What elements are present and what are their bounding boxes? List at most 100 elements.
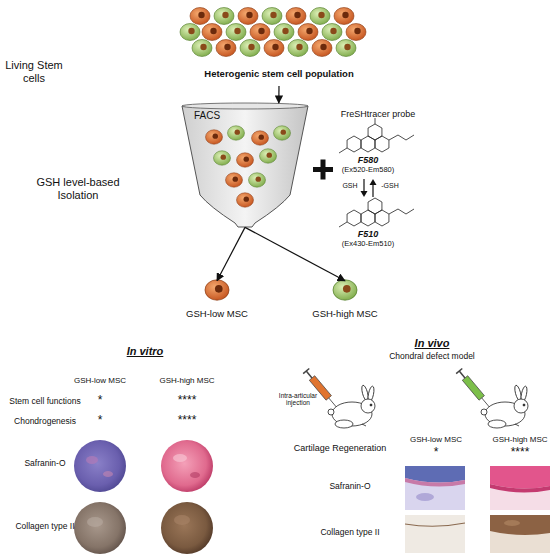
cell-cluster xyxy=(312,40,332,57)
probe-structure xyxy=(368,198,382,214)
cell-cluster xyxy=(334,8,354,25)
model-label: Chondral defect model xyxy=(367,352,497,362)
probe-structure xyxy=(347,210,361,226)
flow-arrow xyxy=(245,227,345,280)
safranin-section xyxy=(490,484,550,493)
cell-cluster xyxy=(346,24,366,41)
green-cell xyxy=(214,151,231,165)
gsh-high-cell: GSH-high MSC xyxy=(295,276,395,324)
collagen-section xyxy=(405,515,465,553)
probe-structure xyxy=(347,136,361,152)
orange-cell xyxy=(237,153,254,167)
wavelength-note: (Ex430-Em510) xyxy=(323,240,413,249)
column-header: GSH-low MSC xyxy=(61,376,139,385)
cell-cluster xyxy=(180,24,200,41)
cell-cluster xyxy=(288,40,308,57)
safranin-section xyxy=(490,466,550,510)
green-cell xyxy=(260,149,277,163)
equilibrium-arrows xyxy=(370,179,377,185)
significance-mark: * xyxy=(416,446,456,460)
flow-arrow xyxy=(278,86,279,103)
collagen-section xyxy=(504,520,520,526)
cell-cluster xyxy=(322,24,342,41)
safranin-section xyxy=(490,466,550,489)
rabbit xyxy=(335,420,353,428)
row-header: Collagen type II xyxy=(0,522,90,532)
significance-mark: * xyxy=(80,414,120,428)
cell-cluster xyxy=(238,8,258,25)
node-label: FACS xyxy=(194,110,244,122)
row-header: Chondrogenesis xyxy=(0,417,90,427)
funnel-outline xyxy=(180,103,310,228)
safranin-pellet xyxy=(74,440,213,492)
safranin-section xyxy=(405,478,465,487)
rabbit xyxy=(481,385,528,428)
cell-cluster xyxy=(226,24,246,41)
node-label: GSH-low MSC xyxy=(167,309,267,320)
cell-cluster xyxy=(274,24,294,41)
flow-arrow xyxy=(217,227,245,280)
collagen-section xyxy=(405,523,465,526)
cell-cluster xyxy=(286,8,306,25)
probe-structure xyxy=(339,118,414,153)
syringe xyxy=(456,369,492,410)
cell-cluster xyxy=(240,40,260,57)
probe-structure xyxy=(368,124,382,140)
wavelength-note: (Ex520-Em580) xyxy=(323,166,413,175)
collagen-section xyxy=(490,515,550,553)
safranin-pellet xyxy=(86,456,98,464)
cell-cluster xyxy=(202,24,222,41)
collagen-section xyxy=(490,515,550,535)
rabbit xyxy=(515,424,519,426)
safranin-pellet xyxy=(74,440,126,492)
probe-name: FreSHtracer probe xyxy=(323,109,433,119)
syringe xyxy=(462,376,484,400)
side-heading: GSH level-based Isolation xyxy=(28,176,128,201)
syringe xyxy=(303,369,309,374)
reaction-label: -GSH xyxy=(375,182,405,190)
collagen-section xyxy=(405,515,550,553)
row-header: Collagen type II xyxy=(305,528,395,538)
plus-sign xyxy=(313,160,333,180)
node-label: Heterogenic stem cell population xyxy=(184,69,374,80)
green-cell xyxy=(249,173,266,187)
section-heading: In vitro xyxy=(105,345,185,358)
probe-structure xyxy=(339,118,414,153)
syringe xyxy=(456,369,462,374)
cell-cluster xyxy=(264,40,284,57)
probe-structure xyxy=(339,209,414,227)
column-header: GSH-low MSC xyxy=(397,435,475,444)
equilibrium-arrows xyxy=(361,179,377,197)
safranin-section xyxy=(405,466,550,510)
rabbit xyxy=(328,385,375,428)
significance-mark: **** xyxy=(167,394,207,408)
probe-form: F510 xyxy=(348,229,388,239)
orange-cell xyxy=(206,130,223,144)
orange-cell xyxy=(226,173,243,187)
node-label: GSH-high MSC xyxy=(295,309,395,320)
significance-mark: * xyxy=(80,394,120,408)
reaction-label: GSH xyxy=(335,182,365,190)
cell-cluster xyxy=(214,8,234,25)
orange-cell xyxy=(205,280,229,300)
rabbit xyxy=(481,409,487,415)
cell-cluster xyxy=(216,40,236,57)
collagen-pellet xyxy=(87,517,103,527)
cell-cluster xyxy=(180,8,366,57)
green-cell xyxy=(274,126,291,140)
cell-cluster xyxy=(336,40,356,57)
side-heading: Living Stem cells xyxy=(5,59,63,84)
column-header: GSH-high MSC xyxy=(481,435,557,444)
green-cell xyxy=(228,126,245,140)
cell-cluster xyxy=(250,24,270,41)
orange-cell xyxy=(252,131,269,145)
safranin-pellet xyxy=(103,471,113,477)
orange-cell xyxy=(237,193,254,207)
row-header: Safranin-O xyxy=(305,482,395,492)
cell-cluster xyxy=(298,24,318,41)
equilibrium-arrows xyxy=(361,191,368,197)
safranin-pellet xyxy=(173,454,187,462)
rabbit xyxy=(328,409,334,415)
